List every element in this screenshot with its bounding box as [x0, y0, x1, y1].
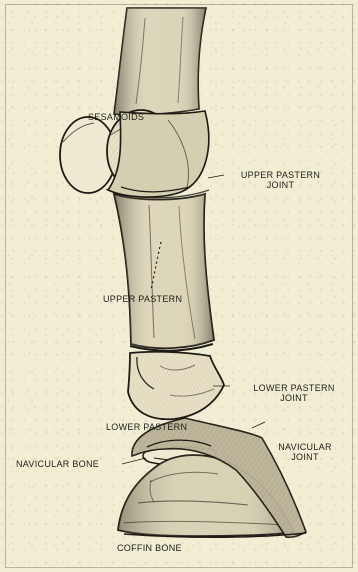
lower-pastern-bone	[128, 352, 224, 420]
label-lower-pastern-joint-line-2: JOINT	[231, 394, 357, 404]
cannon-bone	[114, 8, 206, 115]
label-sesamoids: SESAMOIDS	[88, 113, 144, 123]
label-navicular-joint: NAVICULAR JOINT	[259, 443, 351, 463]
fetlock-joint	[108, 111, 209, 197]
label-upper-pastern-joint-line-2: JOINT	[214, 181, 347, 191]
label-lower-pastern: LOWER PASTERN	[106, 423, 187, 433]
upper-pastern-bone	[114, 194, 214, 348]
label-navicular-bone: NAVICULAR BONE	[16, 460, 99, 470]
label-coffin-bone: COFFIN BONE	[117, 544, 182, 554]
label-upper-pastern: UPPER PASTERN	[103, 295, 182, 305]
label-lower-pastern-joint: LOWER PASTERN JOINT	[231, 384, 357, 404]
label-upper-pastern-joint: UPPER PASTERN JOINT	[214, 171, 347, 191]
label-navicular-joint-line-2: JOINT	[259, 453, 351, 463]
